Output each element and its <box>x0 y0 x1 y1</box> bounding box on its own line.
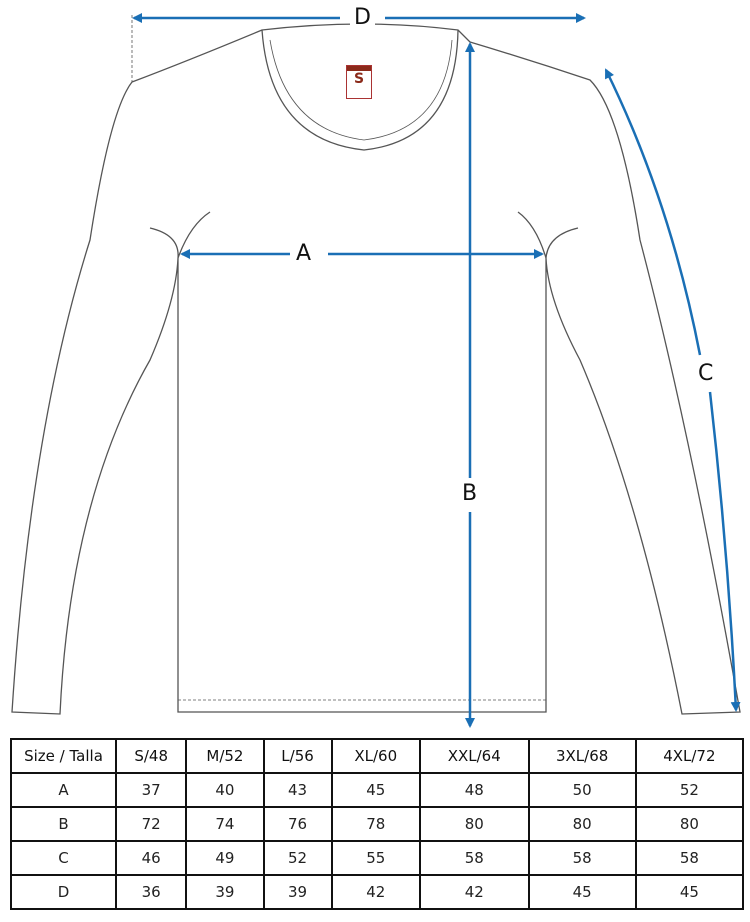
header-cell: 3XL/68 <box>527 738 637 774</box>
table-cell: 45 <box>634 874 745 910</box>
header-size: Size / Talla <box>10 738 117 774</box>
header-cell: L/56 <box>262 738 333 774</box>
table-cell: 80 <box>418 806 530 842</box>
table-cell: 49 <box>185 840 265 876</box>
label-a: A <box>292 242 316 266</box>
header-cell: XXL/64 <box>418 738 530 774</box>
table-cell: 80 <box>634 806 745 842</box>
table-cell: 46 <box>114 840 188 876</box>
row-label: B <box>10 806 117 842</box>
table-cell: 40 <box>185 772 265 808</box>
brand-label-logo: S <box>346 65 372 99</box>
table-cell: 52 <box>634 772 745 808</box>
table-cell: 36 <box>114 874 188 910</box>
table-cell: 55 <box>330 840 421 876</box>
row-label: D <box>10 874 117 910</box>
table-cell: 45 <box>527 874 637 910</box>
table-cell: 58 <box>634 840 745 876</box>
table-cell: 78 <box>330 806 421 842</box>
table-header-row: Size / Talla S/48 M/52 L/56 XL/60 XXL/64… <box>10 738 745 774</box>
header-cell: XL/60 <box>330 738 421 774</box>
table-cell: 52 <box>262 840 333 876</box>
label-d: D <box>350 6 375 30</box>
header-cell: M/52 <box>185 738 265 774</box>
arrow-c-bottom <box>708 391 741 712</box>
table-cell: 39 <box>185 874 265 910</box>
shirt-outline <box>11 15 741 715</box>
shirt-diagram <box>11 13 741 728</box>
table-cell: 48 <box>418 772 530 808</box>
table-cell: 43 <box>262 772 333 808</box>
header-cell: 4XL/72 <box>634 738 745 774</box>
measurement-arrows <box>132 13 741 728</box>
table-cell: 50 <box>527 772 637 808</box>
row-label: C <box>10 840 117 876</box>
arrow-c-top <box>604 68 702 356</box>
table-cell: 42 <box>418 874 530 910</box>
table-cell: 74 <box>185 806 265 842</box>
table-cell: 58 <box>527 840 637 876</box>
table-cell: 72 <box>114 806 188 842</box>
table-cell: 39 <box>262 874 333 910</box>
table-cell: 42 <box>330 874 421 910</box>
header-cell: S/48 <box>114 738 188 774</box>
table-cell: 45 <box>330 772 421 808</box>
size-table: Size / Talla S/48 M/52 L/56 XL/60 XXL/64… <box>10 738 745 910</box>
table-cell: 58 <box>418 840 530 876</box>
table-cell: 37 <box>114 772 188 808</box>
table-cell: 80 <box>527 806 637 842</box>
label-c: C <box>694 362 718 386</box>
label-b: B <box>458 482 482 506</box>
table-cell: 76 <box>262 806 333 842</box>
row-label: A <box>10 772 117 808</box>
